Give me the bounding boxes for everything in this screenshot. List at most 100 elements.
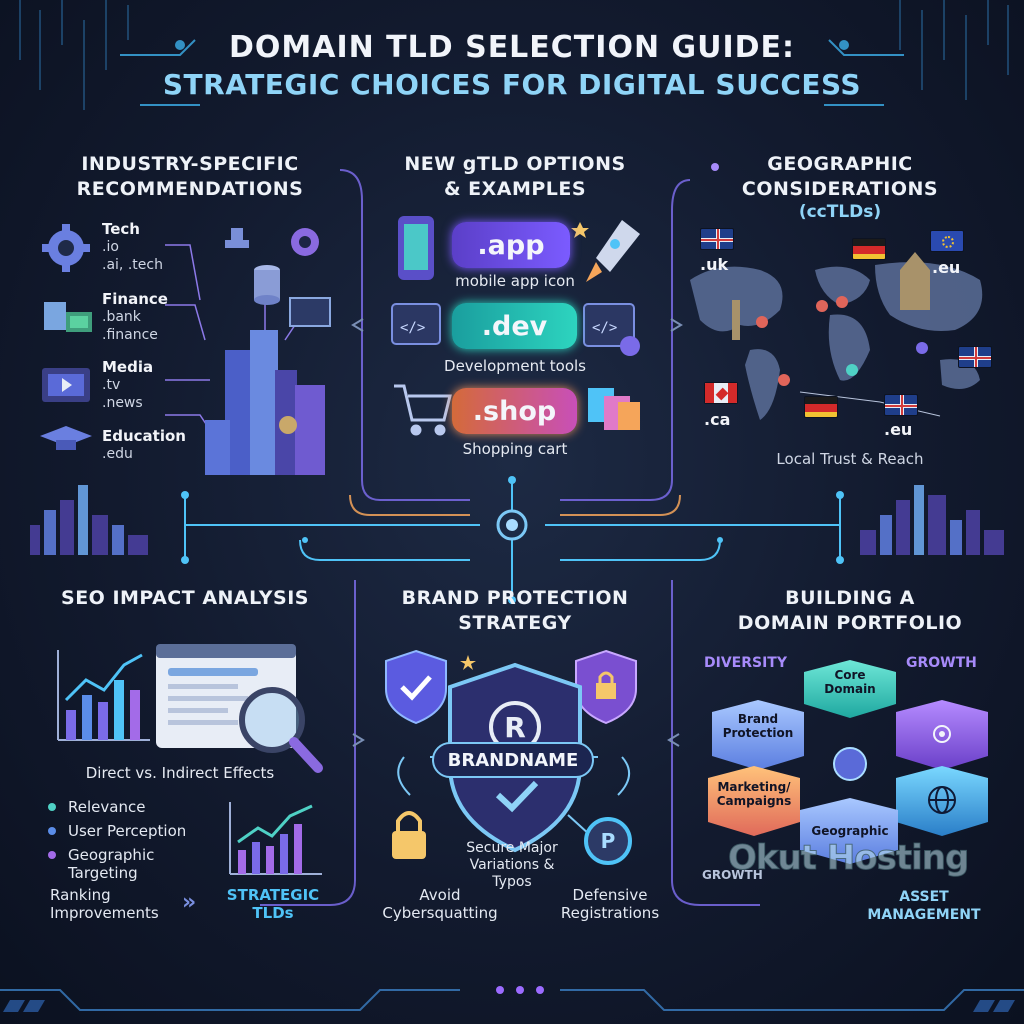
hex-geographic: [800, 798, 898, 864]
brand-heading: BRAND PROTECTION STRATEGY: [401, 587, 629, 634]
bank-icon: [44, 302, 92, 332]
bottom-bar: [0, 989, 1024, 1011]
shield-check-icon: [385, 649, 447, 725]
page-subtitle: STRATEGIC CHOICES FOR DIGITAL SUCCESS: [162, 68, 862, 101]
svg-text:P: P: [601, 829, 616, 853]
core-domain-label: Core Domain: [824, 668, 876, 696]
canada-flag-icon: [704, 382, 738, 404]
geo-label-eu-bottom: .eu: [884, 420, 913, 439]
tld-app-pill: .app: [452, 222, 570, 268]
network-node-icon: [933, 725, 951, 743]
asset-management-label: ASSET MANAGEMENT: [867, 889, 981, 923]
portfolio-hex-diagram: [708, 660, 988, 864]
city-skyline-left: [30, 485, 148, 555]
geographic-label: Geographic: [811, 824, 889, 838]
tld-dev-pill: .dev: [452, 303, 577, 349]
bullet-dot-icon: [48, 827, 56, 835]
svg-text:</>: </>: [592, 320, 617, 336]
germany-flag-icon-2: [804, 396, 838, 418]
buildings: [205, 330, 325, 475]
city-skyline-right: [860, 485, 1004, 555]
settings-gear-icon: [291, 228, 319, 256]
bullet-dot-icon: [48, 851, 56, 859]
industry-icons: [40, 224, 92, 450]
monitor-icon: [289, 297, 331, 327]
industry-item-tech: Tech .io .ai, .tech: [102, 220, 163, 273]
rocket-icon: [586, 220, 640, 282]
browser-window-icon: [156, 644, 296, 748]
seo-bullets: Relevance User Perception Geographic Tar…: [48, 795, 228, 883]
bridge-icon: [225, 228, 249, 248]
uk-flag-icon-2: [958, 346, 992, 368]
seo-bullet-user-perception: User Perception: [48, 819, 228, 843]
graduation-cap-icon: [40, 426, 92, 450]
code-window-icon-right: </>: [583, 303, 640, 356]
growth-label: GROWTH: [906, 655, 977, 671]
tld-shop-caption: Shopping cart: [462, 440, 568, 458]
shield-lock-icon: [575, 649, 637, 725]
code-window-icon-left: </>: [391, 303, 441, 345]
world-map: [690, 252, 983, 420]
double-chevron-right-icon: »: [182, 890, 197, 915]
digital-rain-right: [899, 0, 1009, 100]
brandname-banner: BRANDNAME: [432, 742, 594, 778]
bullet-dot-icon: [48, 803, 56, 811]
secure-variations-label: Secure Major Variations & Typos: [466, 840, 558, 890]
gtld-icons: </> </>: [391, 216, 640, 436]
gear-icon: [42, 224, 90, 272]
hex-core-domain: [804, 660, 896, 718]
hex-marketing: [708, 766, 800, 836]
tld-shop-pill: .shop: [452, 388, 577, 434]
database-icon: [254, 265, 280, 305]
video-icon: [42, 368, 90, 402]
watermark-logo: Okut Hosting: [727, 838, 969, 879]
trend-chart-icon: [229, 802, 322, 875]
digital-rain-left: [19, 0, 129, 110]
parking-cycle-icon: P: [584, 817, 632, 865]
defensive-registrations-label: Defensive Registrations: [560, 886, 660, 922]
portfolio-heading: BUILDING A DOMAIN PORTFOLIO: [737, 587, 963, 634]
seo-bullet-geographic: Geographic Targeting: [48, 843, 228, 883]
smartphone-icon: [398, 216, 434, 280]
geo-label-uk: .uk: [700, 255, 729, 274]
brand-protection-label: Brand Protection: [722, 712, 794, 740]
industry-item-education: Education .edu: [102, 427, 186, 462]
industry-heading: INDUSTRY-SPECIFIC RECOMMENDATIONS: [76, 153, 304, 200]
svg-text:</>: </>: [400, 320, 425, 336]
magnifying-glass-icon: [239, 687, 323, 773]
strategic-tlds-label: STRATEGIC TLDs: [226, 886, 320, 922]
geo-label-eu-top: .eu: [932, 258, 961, 277]
marketing-campaigns-label: Marketing/ Campaigns: [716, 780, 792, 808]
geo-caption: Local Trust & Reach: [776, 450, 924, 468]
industry-item-media: Media .tv .news: [102, 358, 154, 411]
padlock-icon: [392, 811, 426, 859]
uk-flag-icon-3: [884, 394, 918, 416]
uk-flag-icon: [700, 228, 734, 250]
seo-caption: Direct vs. Indirect Effects: [85, 764, 275, 782]
geo-heading: GEOGRAPHIC CONSIDERATIONS: [741, 153, 939, 200]
map-pin-icons: [756, 296, 928, 386]
tld-dev-caption: Development tools: [444, 357, 586, 375]
ranking-improvements-label: Ranking Improvements: [50, 886, 159, 922]
eu-flag-icon: [930, 230, 964, 252]
industry-city-illustration: [165, 228, 331, 475]
hex-brand-protection: [712, 700, 804, 770]
page-title: DOMAIN TLD SELECTION GUIDE:: [228, 30, 796, 65]
avoid-cybersquatting-label: Avoid Cybersquatting: [382, 886, 498, 922]
growth-small-label: GROWTH: [702, 868, 763, 882]
geo-subheading: (ccTLDs): [798, 202, 882, 222]
diversity-label: DIVERSITY: [704, 655, 787, 671]
shopping-cart-icon: [394, 384, 452, 436]
germany-flag-icon: [852, 238, 886, 260]
globe-icon: [928, 786, 956, 814]
tld-app-caption: mobile app icon: [455, 272, 575, 290]
svg-text:R: R: [504, 711, 526, 744]
gtld-heading: NEW gTLD OPTIONS & EXAMPLES: [404, 153, 626, 200]
landmark-tower-icon: [732, 252, 930, 340]
seo-illustration: [57, 644, 323, 773]
industry-item-finance: Finance .bank .finance: [102, 290, 168, 343]
geo-label-ca: .ca: [704, 410, 731, 429]
bar-chart-icon: [57, 650, 150, 741]
